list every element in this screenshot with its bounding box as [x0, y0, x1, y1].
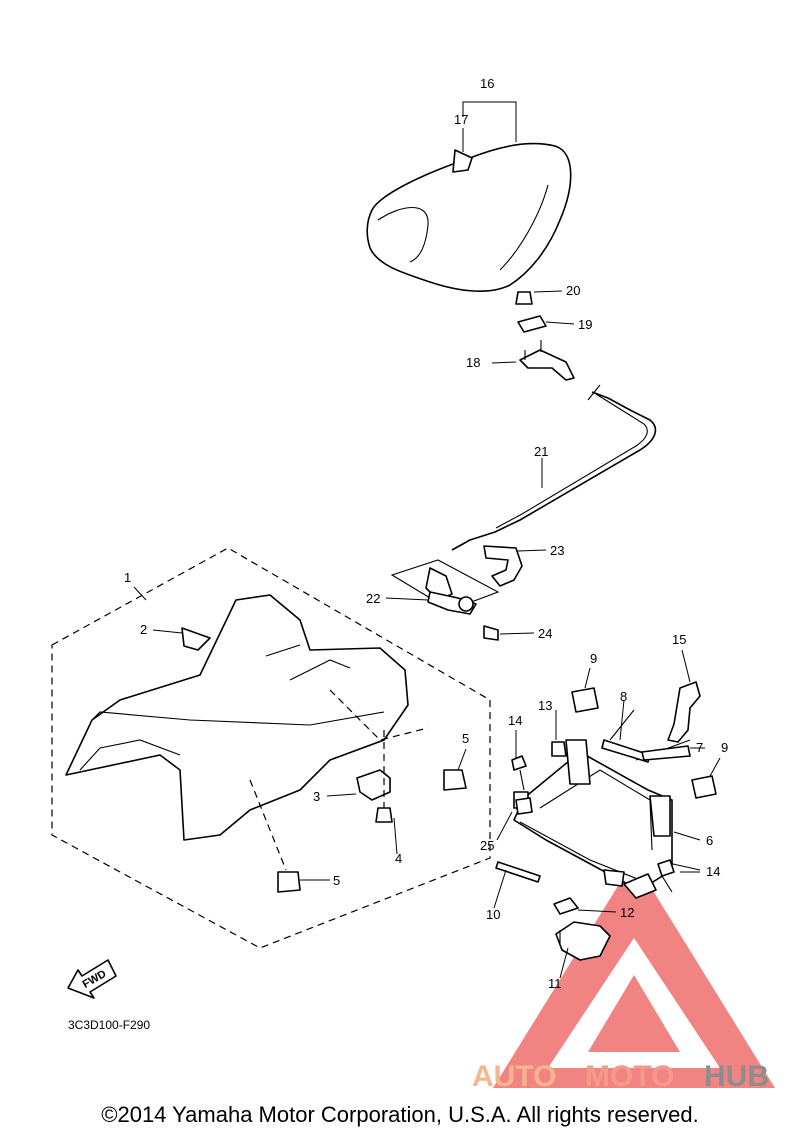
callout-9: 9 — [721, 740, 728, 755]
copyright-notice: ©2014 Yamaha Motor Corporation, U.S.A. A… — [101, 1102, 699, 1127]
callout-16: 16 — [480, 76, 494, 91]
rubber-pads — [571, 687, 717, 799]
damper-strips — [601, 739, 691, 763]
callout-19: 19 — [578, 317, 592, 332]
watermark-text: AUTO MOTO HUB — [472, 1060, 769, 1093]
callout-14: 14 — [706, 864, 720, 879]
seat-kit-boundary — [51, 547, 491, 949]
callout-1: 1 — [124, 570, 131, 585]
callout-14: 14 — [508, 713, 522, 728]
watermark-logo — [493, 860, 775, 1088]
callout-18: 18 — [466, 355, 480, 370]
callout-8: 8 — [620, 689, 627, 704]
callout-20: 20 — [566, 283, 580, 298]
callout-5: 5 — [333, 873, 340, 888]
rider-seat-assembly — [366, 142, 572, 292]
callout-23: 23 — [550, 543, 564, 558]
seat-lock-cable — [451, 384, 657, 551]
bracket-plate — [495, 861, 541, 883]
callout-10: 10 — [486, 907, 500, 922]
callout-11: 11 — [548, 976, 562, 991]
seat-latch — [553, 897, 611, 961]
callout-15: 15 — [672, 632, 686, 647]
callout-9: 9 — [590, 651, 597, 666]
seat-bracket-parts — [249, 689, 467, 893]
seat-lock-hook-parts — [515, 291, 575, 381]
callout-labels: 1 2 3 4 5 5 6 7 8 9 9 10 11 12 13 14 14 … — [124, 76, 728, 991]
diagram-code: 3C3D100-F290 — [68, 1018, 151, 1032]
callout-13: 13 — [538, 698, 552, 713]
callout-2: 2 — [140, 622, 147, 637]
watermark-auto: AUTO — [472, 1060, 556, 1093]
seat-strap — [667, 681, 701, 743]
watermark-hub: HUB — [704, 1060, 769, 1093]
callout-22: 22 — [366, 591, 380, 606]
callout-12: 12 — [620, 905, 634, 920]
callout-24: 24 — [538, 626, 552, 641]
callout-25: 25 — [480, 838, 494, 853]
callout-6: 6 — [706, 833, 713, 848]
fasteners — [511, 741, 675, 893]
callout-3: 3 — [313, 789, 320, 804]
forward-direction-arrow: FWD — [67, 959, 117, 999]
callout-4: 4 — [395, 851, 402, 866]
callout-5: 5 — [462, 731, 469, 746]
seat-frame-bracket — [513, 709, 691, 899]
seat-lock-assembly — [390, 545, 523, 641]
callout-7: 7 — [696, 740, 703, 755]
watermark-moto: MOTO — [585, 1060, 674, 1093]
passenger-seat-cowl — [65, 594, 409, 841]
callout-17: 17 — [454, 112, 468, 127]
callout-21: 21 — [534, 444, 548, 459]
